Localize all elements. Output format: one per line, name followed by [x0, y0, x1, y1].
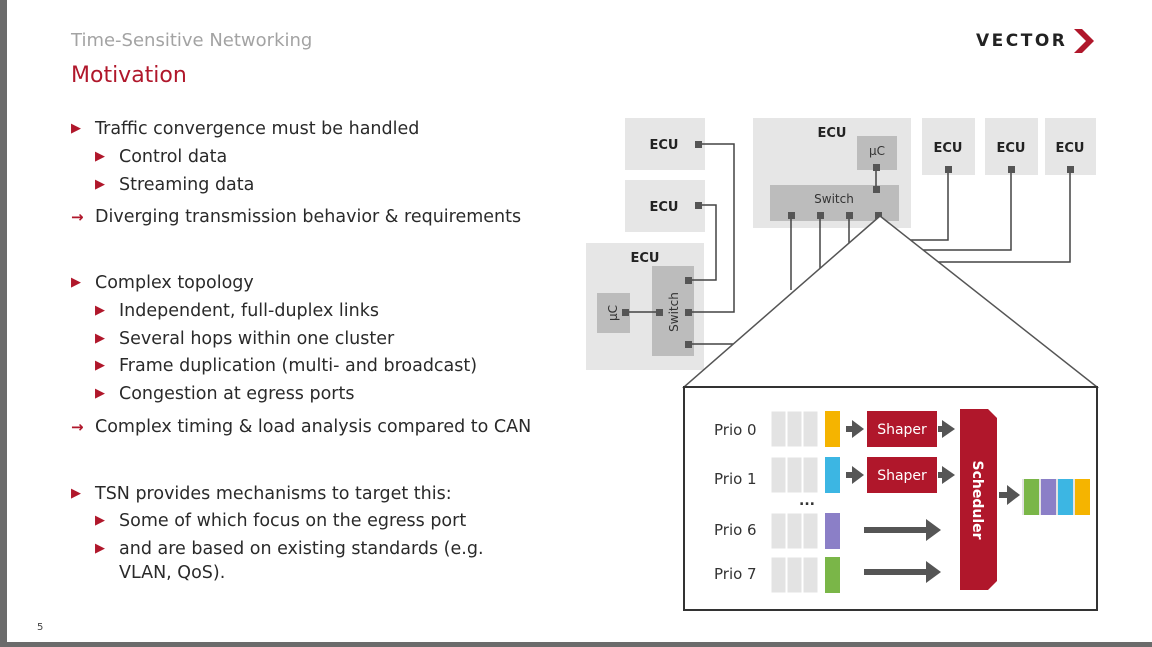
implies-arrow-icon: → — [71, 208, 84, 226]
presentation-title: Time-Sensitive Networking — [71, 30, 313, 51]
bullet-item: ▶Complex topology — [71, 273, 254, 293]
ecu-label: ECU — [818, 126, 847, 141]
ecu-box — [625, 180, 705, 232]
bullet-sub-item: ▶Several hops within one cluster — [95, 329, 395, 349]
bullet-sub-item: ▶Streaming data — [95, 175, 255, 195]
bullet-arrow-icon: ▶ — [95, 513, 105, 528]
ecu-box — [1045, 118, 1096, 175]
bullet-arrow-icon: ▶ — [71, 121, 81, 136]
bullet-item: ▶Traffic convergence must be handled — [71, 119, 420, 139]
bullet-arrow-icon: ▶ — [95, 177, 105, 192]
uc-label: µC — [606, 305, 620, 321]
ecu-label: ECU — [997, 141, 1026, 156]
bullet-continuation: VLAN, QoS). — [119, 563, 226, 583]
queue-prio-6 — [770, 512, 840, 550]
prio-label: Prio 6 — [714, 521, 757, 539]
bullet-item: ▶TSN provides mechanisms to target this: — [71, 484, 452, 504]
logo-chevron-icon — [1074, 29, 1095, 53]
bullet-sub-item: ▶and are based on existing standards (e.… — [95, 539, 484, 559]
prio-label: Prio 7 — [714, 565, 757, 583]
bottom-edge-bar — [0, 642, 1152, 647]
bullet-arrow-icon: ▶ — [71, 275, 81, 290]
uc-label: µC — [869, 144, 885, 158]
flow-arrows — [846, 420, 1020, 583]
network-links — [692, 143, 1071, 345]
bullet-arrow-icon: ▶ — [95, 149, 105, 164]
bullet-arrow-icon: ▶ — [95, 358, 105, 373]
ecu-label: ECU — [650, 138, 679, 153]
implies-arrow-icon: → — [71, 418, 84, 436]
logo-text: VECTOR — [976, 31, 1068, 51]
output-queue — [1022, 479, 1090, 515]
shaper-label: Shaper — [877, 468, 927, 484]
ecu-label: ECU — [934, 141, 963, 156]
bullet-conclusion: →Diverging transmission behavior & requi… — [71, 207, 522, 227]
bullet-arrow-icon: ▶ — [95, 386, 105, 401]
shaper-box — [867, 457, 937, 493]
ecu-box — [922, 118, 975, 175]
bullet-arrow-icon: ▶ — [95, 303, 105, 318]
shaper-label: Shaper — [877, 422, 927, 438]
left-edge-bar — [0, 0, 7, 647]
switch-label: Switch — [667, 292, 681, 332]
page-number: 5 — [37, 622, 44, 633]
shaper-box — [867, 411, 937, 447]
ecu-box — [985, 118, 1038, 175]
ecu-label: ECU — [1056, 141, 1085, 156]
bullet-sub-item: ▶Some of which focus on the egress port — [95, 511, 467, 531]
bullet-sub-item: ▶Independent, full-duplex links — [95, 301, 379, 321]
scheduler-box — [960, 409, 997, 590]
ecu-box — [625, 118, 705, 170]
bullet-sub-item: ▶Frame duplication (multi- and broadcast… — [95, 356, 478, 376]
bullet-conclusion: →Complex timing & load analysis compared… — [71, 417, 532, 437]
scheduler-label: Scheduler — [969, 460, 985, 539]
ecu-label: ECU — [650, 200, 679, 215]
switch-label: Switch — [814, 192, 854, 206]
zoom-callout — [681, 215, 1100, 388]
prio-label: Prio 1 — [714, 470, 757, 488]
bullet-arrow-icon: ▶ — [95, 541, 105, 556]
bullet-sub-item: ▶Congestion at egress ports — [95, 384, 355, 404]
prio-label: Prio 0 — [714, 421, 757, 439]
bullet-arrow-icon: ▶ — [95, 331, 105, 346]
bullet-sub-item: ▶Control data — [95, 147, 228, 167]
queue-prio-0 — [770, 410, 840, 448]
vector-logo: VECTOR — [976, 24, 1096, 58]
slide-title: Motivation — [71, 63, 187, 88]
ellipsis: ... — [799, 493, 815, 509]
queue-prio-1 — [770, 456, 840, 494]
queue-prio-7 — [770, 556, 840, 594]
bullet-arrow-icon: ▶ — [71, 486, 81, 501]
ecu-label: ECU — [631, 251, 660, 266]
